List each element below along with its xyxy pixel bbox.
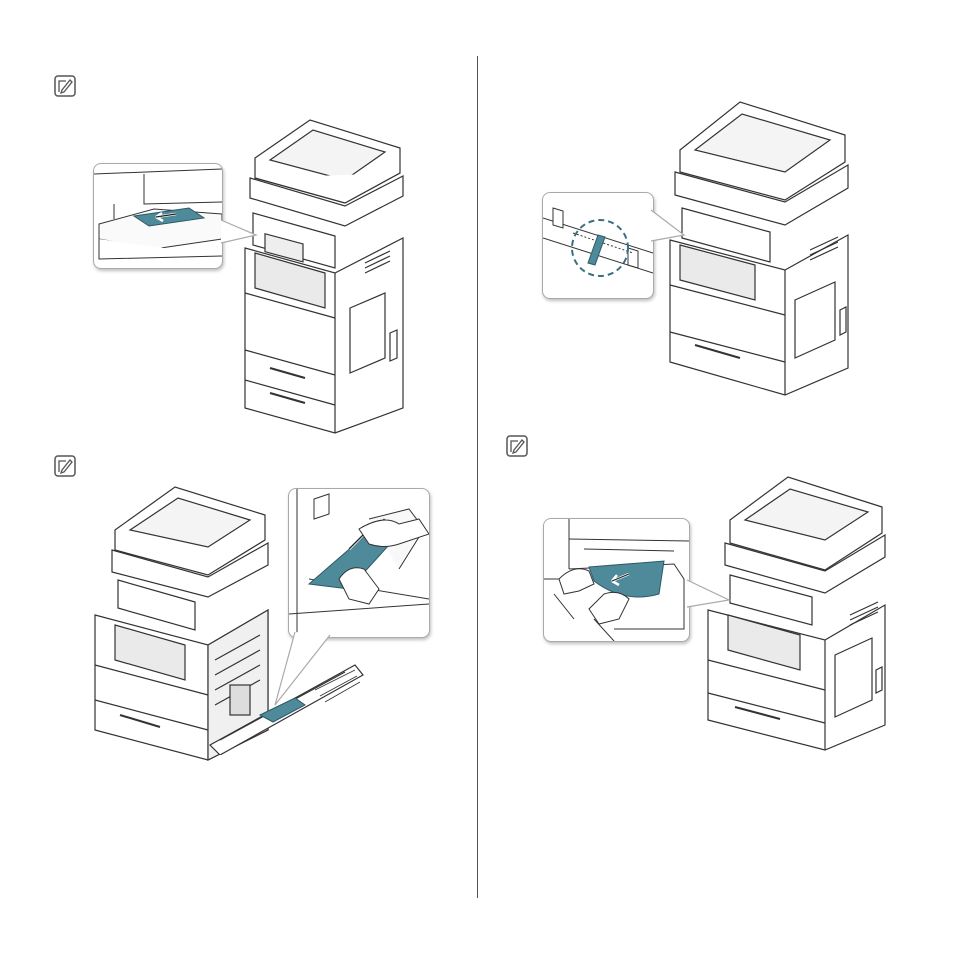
- column-divider: [477, 56, 478, 898]
- note-icon: [506, 435, 528, 457]
- note-icon: [54, 455, 76, 477]
- printer-icon: [225, 118, 405, 433]
- printer-illustration-1: [225, 118, 405, 433]
- printer-illustration-2: [650, 100, 855, 395]
- callout-pointer: [684, 575, 734, 615]
- note-icon: [54, 75, 76, 97]
- callout-pointer: [255, 630, 345, 710]
- callout-pointer: [218, 215, 258, 245]
- callout-pointer: [648, 205, 688, 245]
- callout-output-tray: [93, 163, 223, 269]
- callout-lever: [542, 192, 654, 299]
- callout-finisher: [543, 518, 690, 642]
- callout-right-door: [288, 488, 430, 638]
- printer-icon: [650, 100, 855, 395]
